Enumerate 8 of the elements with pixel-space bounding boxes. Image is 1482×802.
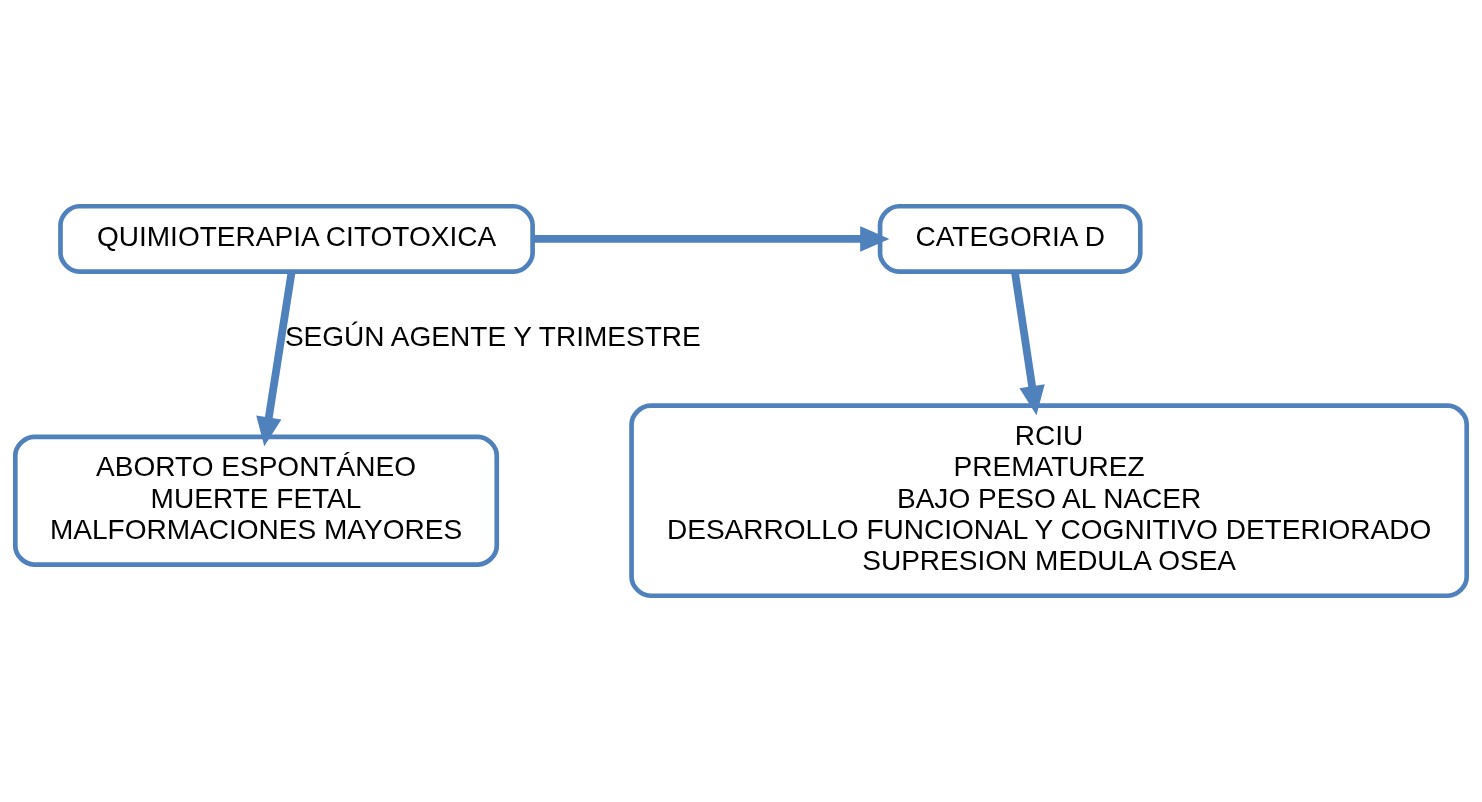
arrow [256, 271, 296, 447]
node-box: QUIMIOTERAPIA CITOTOXICA [58, 203, 535, 274]
node-box: ABORTO ESPONTÁNEO MUERTE FETAL MALFORMACIONES MAYORES [12, 434, 500, 567]
arrow [532, 226, 890, 252]
edge-label: SEGÚN AGENTE Y TRIMESTRE [284, 320, 701, 352]
arrow [1011, 271, 1045, 416]
node-box: CATEGORIA D [877, 203, 1143, 274]
node-box: RCIU PREMATUREZ BAJO PESO AL NACER DESARROLLO FUNCIONAL Y COGNITIVO DETERIORADO SUPRESION MEDULA OSEA [629, 403, 1470, 599]
